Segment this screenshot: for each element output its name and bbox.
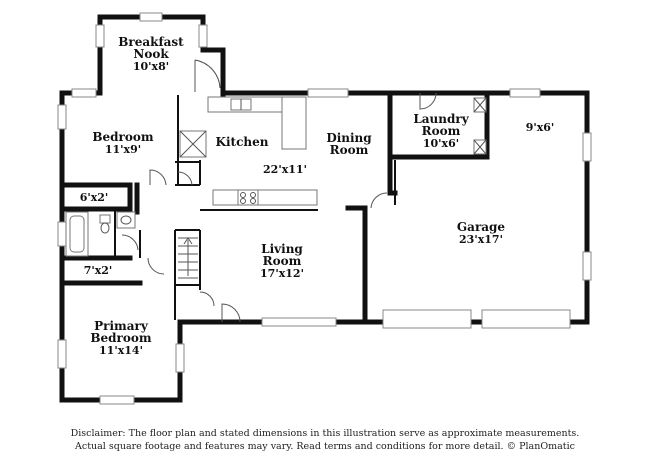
bedroom-label: Bedroom	[92, 130, 153, 144]
breakfast-nook-label-2: Nook	[133, 47, 169, 61]
laundry-room-label-2: Room	[422, 124, 461, 138]
disclaimer-line-2: Actual square footage and features may v…	[75, 441, 575, 452]
breakfast-nook-dims: 10'x8'	[133, 60, 169, 73]
laundry-room-label-1: Laundry	[413, 112, 469, 126]
kitchen-dims: 22'x11'	[263, 163, 307, 176]
interior-walls	[59, 90, 490, 325]
toilet	[99, 214, 111, 224]
storage-dims: 9'x6'	[526, 121, 555, 134]
closet-upper-dims: 6'x2'	[80, 191, 109, 204]
fixtures	[65, 96, 487, 279]
range	[237, 189, 259, 206]
kitchen-label: Kitchen	[216, 135, 269, 149]
living-room-label-2: Room	[263, 254, 302, 268]
room-labels: Breakfast Nook 10'x8' Bedroom 11'x9' Kit…	[80, 35, 555, 357]
bedroom-dims: 11'x9'	[105, 143, 141, 156]
stairs	[178, 237, 198, 279]
dining-room-label-2: Room	[330, 143, 369, 157]
primary-bedroom-label-2: Bedroom	[90, 331, 151, 345]
vanity	[116, 211, 136, 229]
living-room-label-1: Living	[261, 242, 303, 256]
garage-label: Garage	[457, 220, 506, 234]
closet-lower-dims: 7'x2'	[84, 264, 113, 277]
garage-dims: 23'x17'	[459, 233, 503, 246]
kitchen-counter-side	[281, 96, 307, 150]
primary-bedroom-label-1: Primary	[94, 319, 149, 333]
living-room-dims: 17'x12'	[260, 267, 304, 280]
windows	[57, 12, 592, 405]
disclaimer-line-1: Disclaimer: The floor plan and stated di…	[70, 428, 580, 439]
kitchen-island-counter	[212, 189, 318, 206]
breakfast-nook-label-1: Breakfast	[118, 35, 184, 49]
dining-room-label-1: Dining	[326, 131, 372, 145]
doors	[121, 59, 437, 323]
laundry-room-dims: 10'x6'	[423, 137, 459, 150]
primary-bedroom-dims: 11'x14'	[99, 344, 143, 357]
